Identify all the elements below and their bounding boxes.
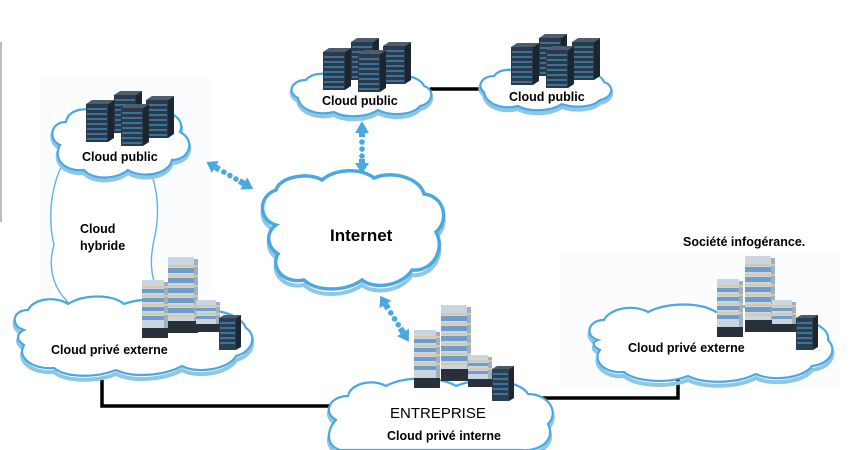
double-arrow-top-internet — [355, 121, 369, 174]
cloud-prive-externe-right[interactable]: Cloud privé externe Société infogérance. — [587, 235, 835, 388]
entreprise-sublabel: Cloud privé interne — [387, 429, 501, 443]
cloud-public-left-label: Cloud public — [82, 150, 158, 164]
internet-label: Internet — [330, 226, 393, 245]
cloud-public-left[interactable]: Cloud public — [50, 90, 192, 183]
left-edge-bar — [0, 42, 2, 222]
server-rack-icon — [510, 33, 601, 89]
cloud-public-top-right[interactable]: Cloud public — [478, 33, 614, 116]
internet-cloud[interactable]: Internet — [260, 169, 446, 296]
cloud-hybride[interactable]: Cloud hybride — [50, 160, 159, 311]
connector-line — [100, 380, 350, 408]
double-arrow-left-internet — [206, 160, 254, 190]
server-rack-icon — [322, 37, 412, 93]
cloud-public-top-center-label: Cloud public — [322, 94, 398, 108]
cloud-hybride-label-line2: hybride — [80, 239, 125, 253]
cloud-prive-externe-left[interactable]: Cloud privé externe — [12, 257, 255, 382]
cloud-public-top-center[interactable]: Cloud public — [289, 37, 434, 122]
cloud-public-top-right-label: Cloud public — [509, 90, 585, 104]
cloud-icon — [260, 169, 446, 291]
entreprise-label: ENTREPRISE — [390, 405, 486, 422]
double-arrow-internet-entreprise — [379, 295, 409, 342]
societe-infogerance-caption: Société infogérance. — [683, 235, 805, 249]
cloud-prive-externe-right-label: Cloud privé externe — [628, 341, 745, 355]
cloud-hybride-label-line1: Cloud — [80, 222, 115, 236]
cloud-prive-externe-left-label: Cloud privé externe — [51, 343, 168, 357]
entreprise-cloud[interactable]: ENTREPRISE Cloud privé interne — [326, 305, 555, 450]
